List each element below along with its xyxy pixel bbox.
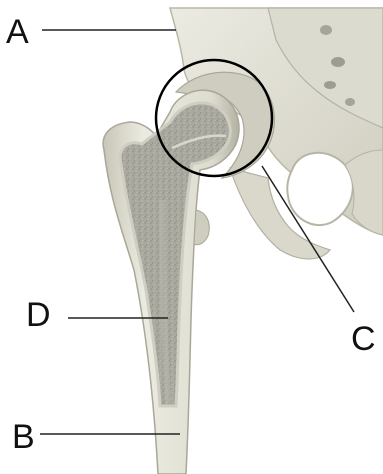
sacral-foramen <box>331 57 345 67</box>
sacral-foramen <box>320 25 332 35</box>
label-b: B <box>12 418 35 456</box>
obturator-foramen <box>287 153 353 225</box>
label-a: A <box>6 13 29 51</box>
label-d: D <box>26 296 51 334</box>
femur <box>103 90 239 474</box>
label-c: C <box>351 320 376 358</box>
lesser-trochanter <box>194 210 209 245</box>
sacral-foramen <box>324 81 336 89</box>
sacral-foramen <box>345 98 355 106</box>
